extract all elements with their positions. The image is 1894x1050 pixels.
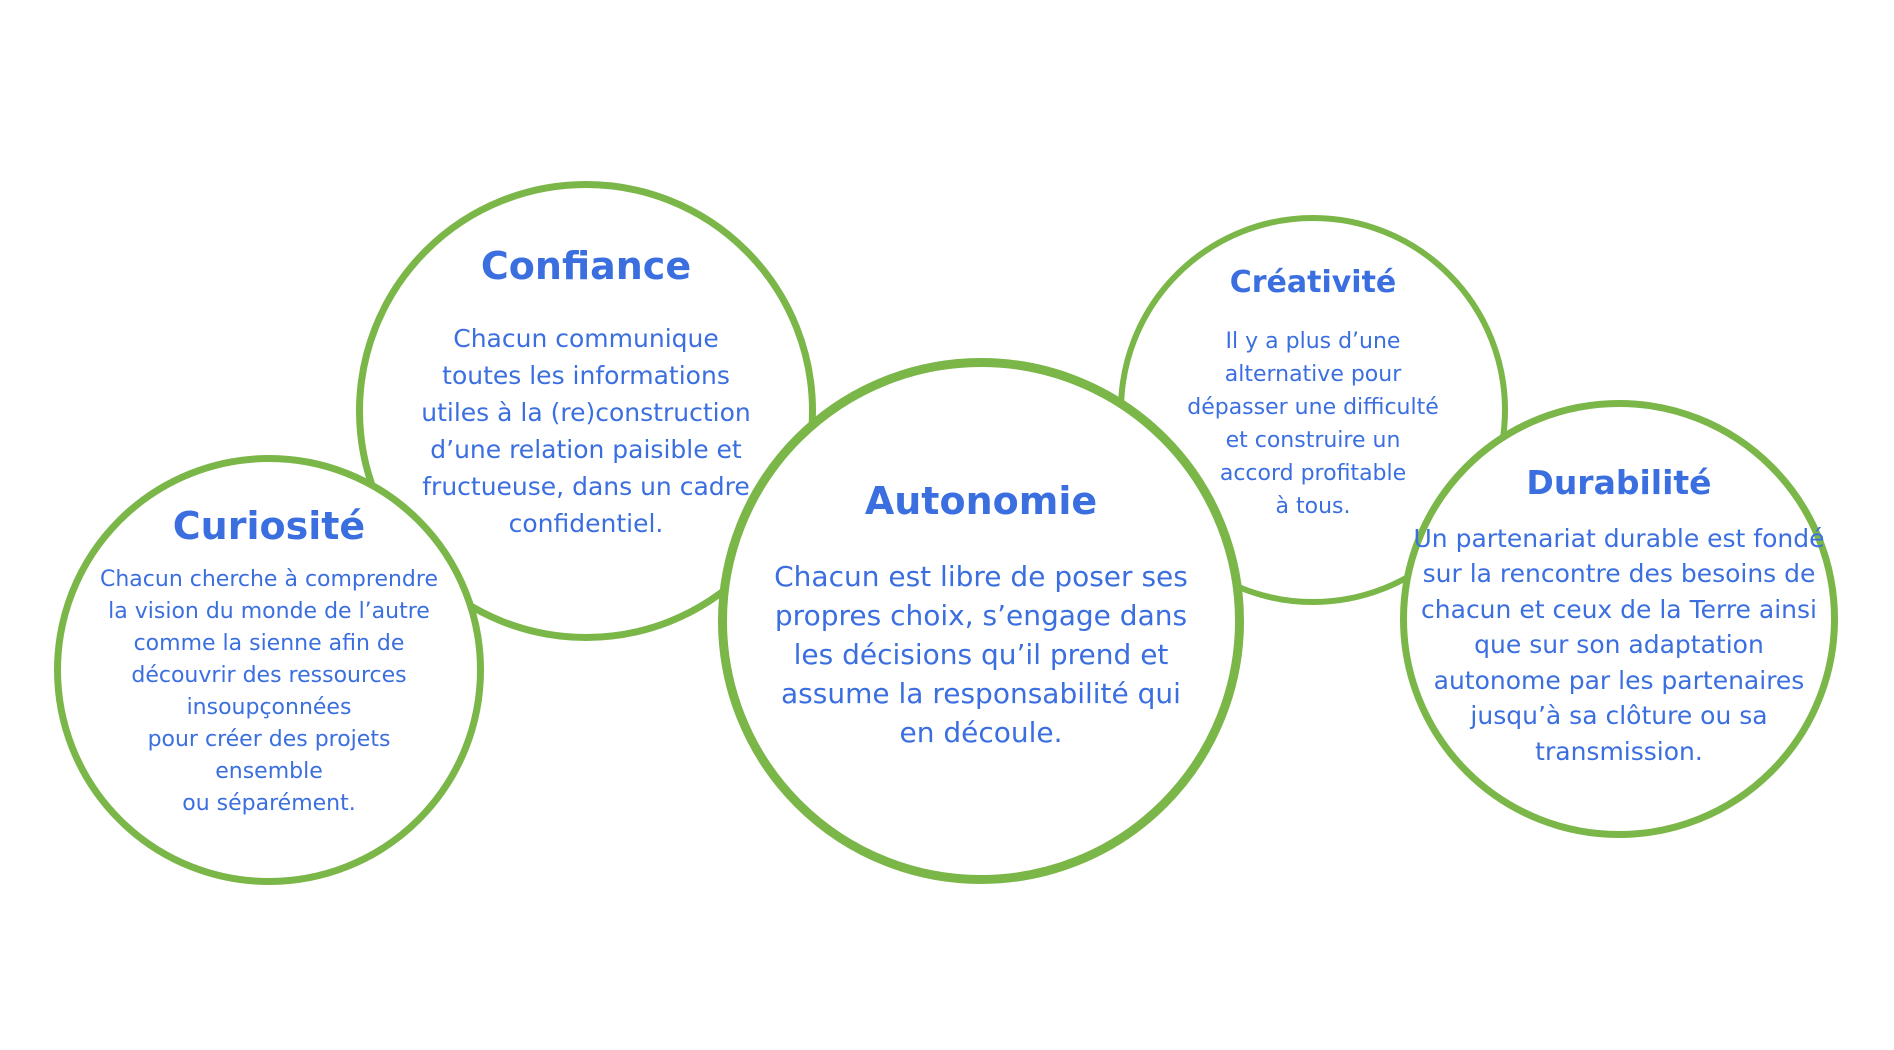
circle-curiosite: Curiosité Chacun cherche à comprendre la…	[54, 455, 484, 885]
circle-description-confiance: Chacun communique toutes les information…	[421, 323, 751, 538]
circle-title-curiosite: Curiosité	[172, 504, 366, 548]
circle-durabilite: Durabilité Un partenariat durable est fo…	[1400, 400, 1838, 838]
circle-autonomie: Autonomie Chacun est libre de poser ses …	[718, 358, 1244, 884]
circle-description-durabilite: Un partenariat durable est fondé sur la …	[1413, 523, 1825, 766]
circle-title-creativite: Créativité	[1229, 265, 1397, 300]
circle-title-confiance: Confiance	[480, 244, 692, 288]
circle-title-autonomie: Autonomie	[864, 479, 1098, 523]
circle-description-autonomie: Chacun est libre de poser ses propres ch…	[774, 559, 1188, 749]
circle-description-curiosite: Chacun cherche à comprendre la vision du…	[100, 566, 438, 816]
circle-title-durabilite: Durabilité	[1526, 463, 1712, 502]
circle-description-creativite: Il y a plus d’une alternative pour dépas…	[1187, 329, 1439, 519]
